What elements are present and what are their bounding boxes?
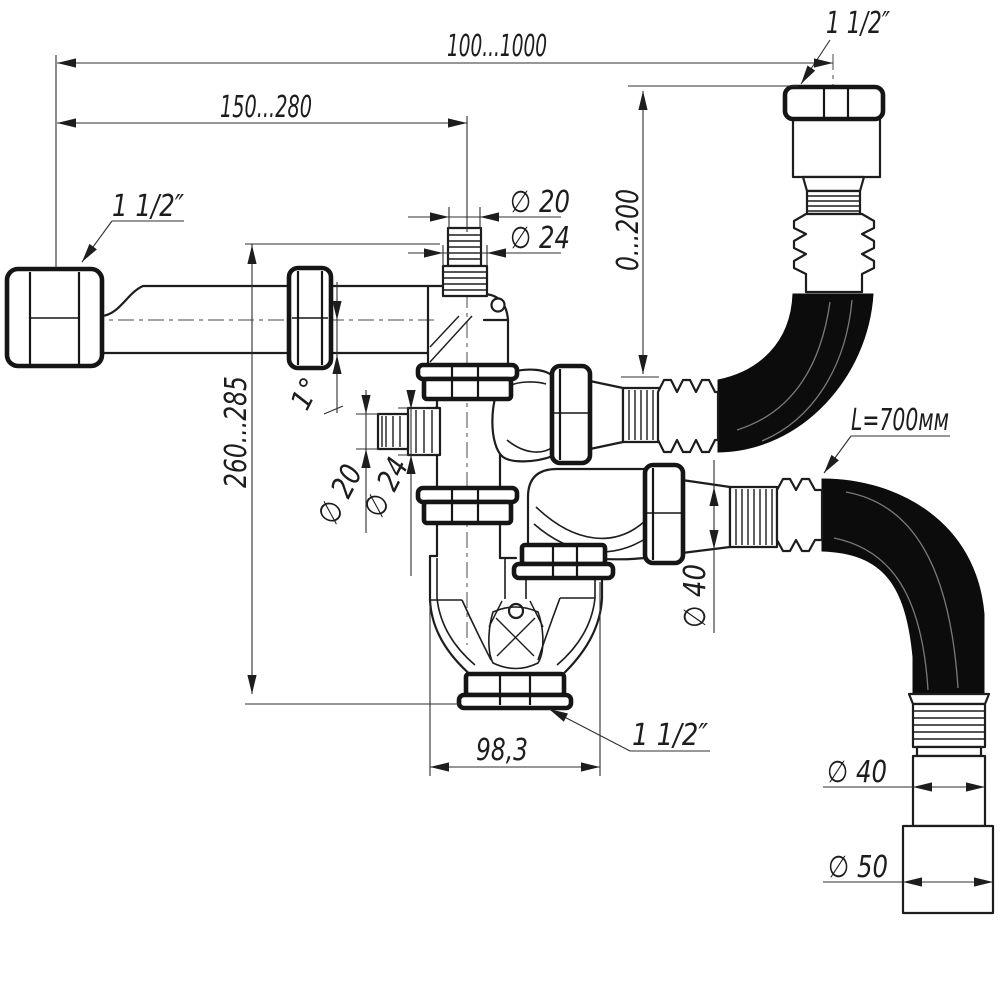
dim-total-reach: 100...1000: [447, 29, 547, 64]
flexible-hose-upper: [717, 293, 874, 453]
dimension-labels: 100...1000 150...280 0...200 260...285 1…: [112, 6, 949, 885]
trap-pivot: [507, 602, 525, 620]
flexible-hose-lower: [821, 478, 985, 695]
top-outlet-fitting: [782, 84, 886, 294]
dim-outlet-dia-large: ∅ 50: [828, 850, 888, 885]
dim-outlet-dia-small: ∅ 40: [827, 755, 887, 790]
dim-top-spigot-od-large: ∅ 24: [510, 221, 570, 256]
screw-hole: [490, 297, 506, 313]
nut-upper-elbow: [549, 363, 593, 466]
thread-label-inlet-left: 1 1/2″: [112, 189, 185, 224]
nut-trap-outlet: [511, 542, 616, 581]
nut-lower-elbow: [642, 462, 686, 566]
dim-inlet-pipe-length: 150...280: [220, 90, 312, 125]
dim-hose-cuff-dia: ∅ 40: [678, 564, 713, 628]
dim-trap-width: 98,3: [476, 733, 528, 768]
dim-top-spigot-od-small: ∅ 20: [510, 185, 570, 220]
dim-hose-length: L=700мм: [851, 403, 949, 438]
outlet-adapter: [901, 692, 995, 915]
outlet-40mm-section: [911, 754, 987, 828]
thread-label-cleanout-bottom: 1 1/2″: [632, 718, 709, 753]
nut-body-upper: [415, 362, 520, 402]
top-spigot: [441, 226, 489, 298]
dim-body-height: 260...285: [219, 376, 254, 488]
nut-cleanout-bottom: [456, 671, 574, 711]
nut-pipe-union: [286, 265, 334, 371]
dim-vertical-adjust: 0...200: [611, 189, 646, 271]
tee-body: [426, 284, 510, 370]
trap-bowl: [428, 521, 604, 679]
inlet-pipe: [100, 284, 430, 355]
nut-body-lower: [415, 485, 520, 526]
hose-lower-cuff: [680, 477, 824, 555]
thread-label-outlet-top: 1 1/2″: [826, 6, 891, 41]
side-spigot: [376, 406, 442, 457]
nut-inlet-left: [4, 266, 105, 369]
outlet-50mm-section: [901, 824, 995, 915]
hose-upper-cuff: [588, 378, 720, 454]
